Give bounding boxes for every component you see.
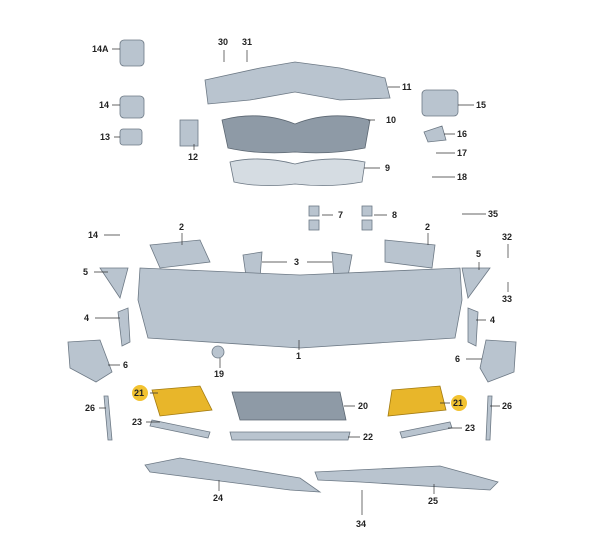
part-6-right (479, 339, 517, 383)
label-6-right: 6 (455, 354, 460, 364)
label-25: 25 (428, 496, 438, 506)
part-5-right (461, 267, 491, 299)
label-34: 34 (356, 519, 366, 529)
part-11-carrier (204, 61, 391, 105)
label-10: 10 (386, 115, 396, 125)
part-24 (144, 457, 322, 493)
label-26-left: 26 (85, 403, 95, 413)
label-1: 1 (296, 351, 301, 361)
label-32: 32 (502, 232, 512, 242)
label-33: 33 (502, 294, 512, 304)
part-15 (421, 89, 459, 117)
label-11: 11 (402, 82, 412, 92)
label-21-left: 21 (134, 388, 144, 398)
part-7a (308, 205, 320, 217)
label-21-left-badge (132, 385, 148, 401)
part-2-left (149, 239, 211, 269)
label-20: 20 (358, 401, 368, 411)
label-14: 14 (99, 100, 109, 110)
part-4-left (117, 307, 131, 347)
part-4-right (467, 307, 479, 347)
part-20 (231, 391, 347, 421)
part-26-right (485, 395, 493, 441)
label-14b: 14 (88, 230, 98, 240)
label-18: 18 (457, 172, 467, 182)
part-16 (423, 125, 447, 143)
label-12: 12 (188, 152, 198, 162)
label-30: 30 (218, 37, 228, 47)
parts (67, 39, 517, 493)
label-9: 9 (385, 163, 390, 173)
label-14a: 14A (92, 44, 109, 54)
label-5-left: 5 (83, 267, 88, 277)
label-4-right: 4 (490, 315, 495, 325)
part-25 (314, 465, 499, 491)
part-23-left (149, 419, 211, 439)
part-9-frame (229, 158, 366, 186)
part-21-right (387, 385, 447, 417)
label-3: 3 (294, 257, 299, 267)
part-23-right (399, 421, 453, 439)
label-21-right: 21 (453, 398, 463, 408)
label-13: 13 (100, 132, 110, 142)
part-6-left (67, 339, 113, 383)
part-21-left (151, 385, 213, 417)
label-6-left: 6 (123, 360, 128, 370)
label-23-right: 23 (465, 423, 475, 433)
label-2-right: 2 (425, 222, 430, 232)
label-8: 8 (392, 210, 397, 220)
part-7b (308, 219, 320, 231)
label-35: 35 (488, 209, 498, 219)
part-5-left (99, 267, 129, 299)
part-12 (179, 119, 199, 147)
label-23-left: 23 (132, 417, 142, 427)
label-17: 17 (457, 148, 467, 158)
part-2-right (384, 239, 436, 269)
label-31: 31 (242, 37, 252, 47)
part-10-grille (221, 115, 371, 154)
part-19 (211, 345, 225, 359)
part-8b (361, 219, 373, 231)
label-21-right-badge (451, 395, 467, 411)
leader-lines (94, 48, 509, 515)
part-26-left (103, 395, 113, 441)
part-1-bumper (137, 267, 463, 349)
label-16: 16 (457, 129, 467, 139)
label-4-left: 4 (84, 313, 89, 323)
label-19: 19 (214, 369, 224, 379)
callout-labels: 14A 30 31 11 14 15 10 16 13 12 17 9 18 7… (83, 37, 512, 529)
part-14a (119, 39, 145, 67)
label-5-right: 5 (476, 249, 481, 259)
label-24: 24 (213, 493, 223, 503)
label-26-right: 26 (502, 401, 512, 411)
part-14 (119, 95, 145, 119)
part-8a (361, 205, 373, 217)
part-22 (229, 431, 351, 441)
label-7: 7 (338, 210, 343, 220)
label-15: 15 (476, 100, 486, 110)
part-13 (119, 128, 143, 146)
label-2-left: 2 (179, 222, 184, 232)
label-22: 22 (363, 432, 373, 442)
